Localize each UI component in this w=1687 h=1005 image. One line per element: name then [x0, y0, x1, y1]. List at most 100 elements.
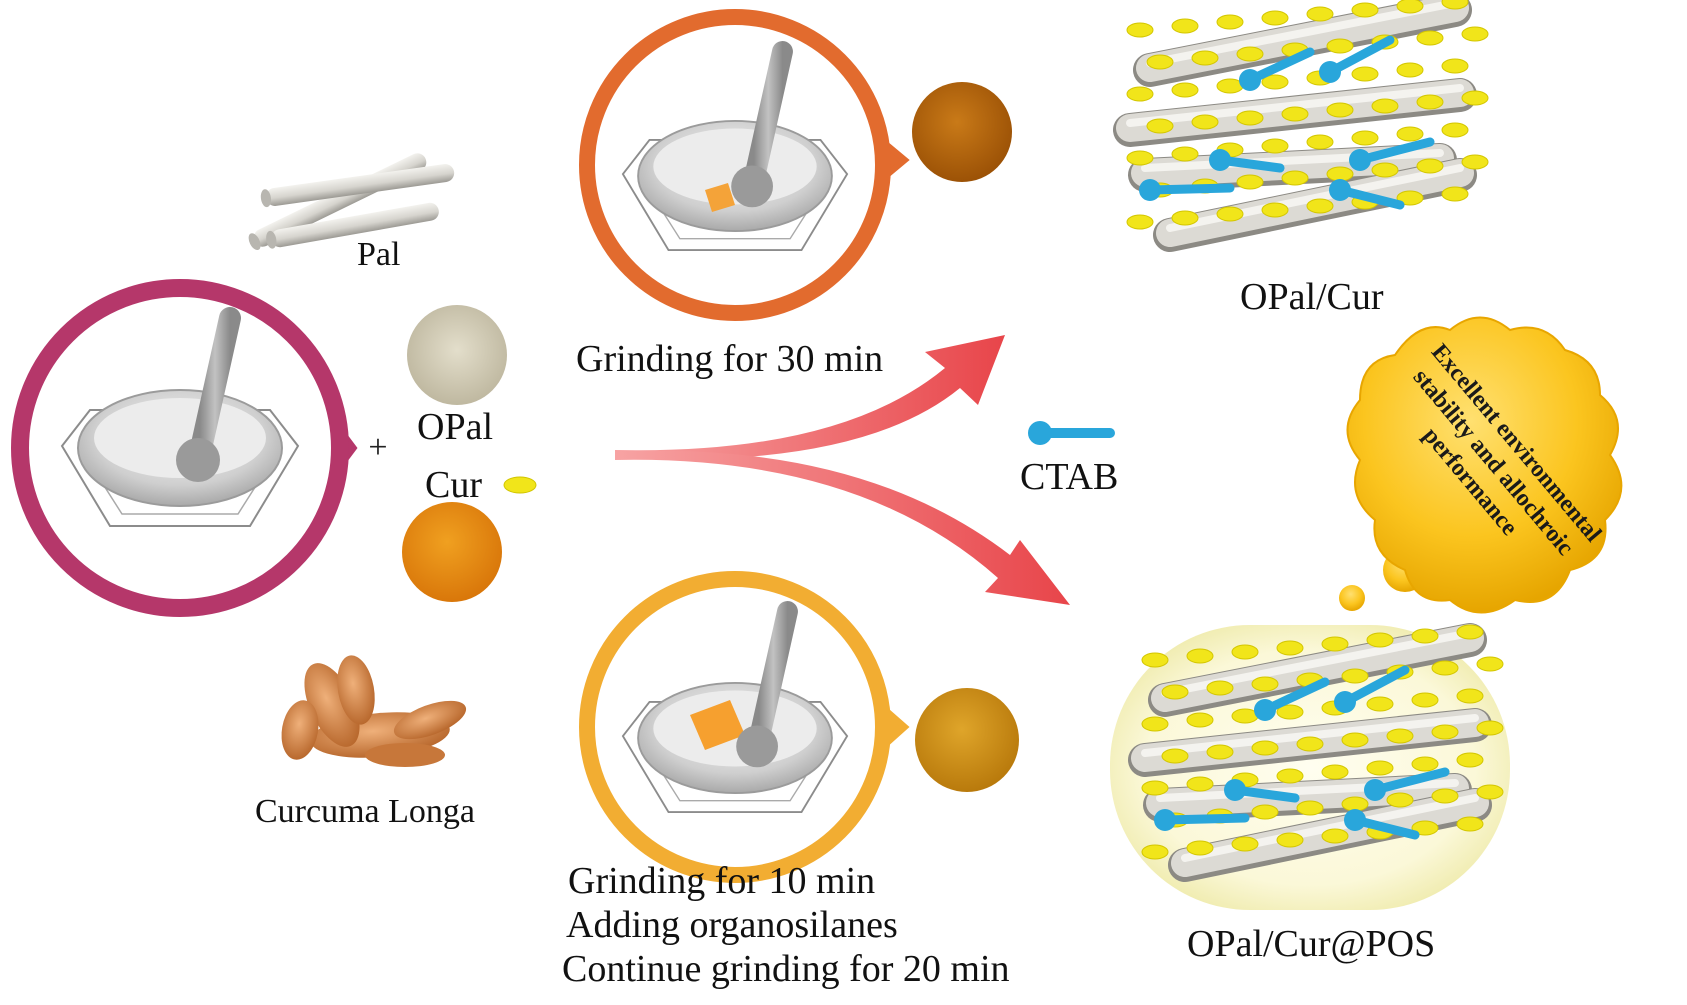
curcumin-particle-icon	[1366, 760, 1394, 776]
curcumin-particle-icon	[1171, 146, 1199, 162]
curcumin-particle-icon	[503, 476, 537, 494]
curcumin-particle-icon	[1206, 744, 1234, 760]
curcumin-particle-icon	[1461, 154, 1489, 170]
curcumin-particle-icon	[1371, 98, 1399, 114]
curcumin-particle-icon	[1231, 644, 1259, 660]
curcumin-particle-icon	[1371, 162, 1399, 178]
curcumin-particle-icon	[1326, 38, 1354, 54]
product-top-label: OPal/Cur	[1240, 276, 1384, 318]
curcumin-particle-icon	[1296, 800, 1324, 816]
curcumin-particle-icon	[1461, 90, 1489, 106]
curcumin-particle-icon	[1276, 640, 1304, 656]
curcumin-particle-icon	[1441, 0, 1469, 10]
curcumin-particle-icon	[1141, 844, 1169, 860]
ctab-molecule-icon	[1260, 677, 1330, 715]
opal-cur-structure	[1113, 0, 1489, 252]
curcumin-particle-icon	[1161, 748, 1189, 764]
curcumin-particle-icon	[1141, 716, 1169, 732]
curcumin-particle-icon	[1126, 86, 1154, 102]
curcumin-particle-icon	[1441, 186, 1469, 202]
curcumin-particle-icon	[1396, 0, 1424, 14]
curcumin-particle-icon	[1251, 740, 1279, 756]
curcumin-particle-icon	[1171, 210, 1199, 226]
curcumin-particle-icon	[1411, 628, 1439, 644]
curcumin-particle-icon	[1351, 130, 1379, 146]
opal-powder-icon	[407, 305, 507, 405]
curcumin-particle-icon	[1416, 158, 1444, 174]
curcuma-label: Curcuma Longa	[255, 793, 475, 830]
curcumin-particle-icon	[1276, 768, 1304, 784]
product-bottom-powder-icon	[915, 688, 1019, 792]
curcumin-particle-icon	[1296, 736, 1324, 752]
grinding-top-label: Grinding for 30 min	[576, 338, 884, 380]
curcumin-particle-icon	[1396, 62, 1424, 78]
curcumin-particle-icon	[1276, 704, 1304, 720]
mortar-pestle-icon	[579, 571, 910, 883]
curcumin-particle-icon	[1411, 756, 1439, 772]
curcumin-particle-icon	[1441, 58, 1469, 74]
curcumin-particle-icon	[1261, 10, 1289, 26]
curcumin-particle-icon	[1216, 206, 1244, 222]
curcumin-particle-icon	[1231, 836, 1259, 852]
pal-label: Pal	[357, 236, 401, 273]
curcumin-particle-icon	[1186, 776, 1214, 792]
curcumin-particle-icon	[1321, 828, 1349, 844]
curcumin-particle-icon	[1476, 656, 1504, 672]
curcumin-particle-icon	[1306, 134, 1334, 150]
curcumin-particle-icon	[1251, 804, 1279, 820]
curcumin-particle-icon	[1141, 780, 1169, 796]
curcumin-particle-icon	[1251, 676, 1279, 692]
curcumin-particle-icon	[1126, 150, 1154, 166]
curcumin-particle-icon	[1476, 784, 1504, 800]
grinding-bottom-line-1: Grinding for 10 min	[568, 860, 876, 902]
curcumin-particle-icon	[1326, 166, 1354, 182]
curcumin-particle-icon	[1416, 94, 1444, 110]
ctab-molecule-icon	[1028, 421, 1115, 445]
curcumin-particle-icon	[1186, 712, 1214, 728]
curcumin-particle-icon	[1141, 652, 1169, 668]
curcumin-particle-icon	[1276, 832, 1304, 848]
curcumin-particle-icon	[1236, 174, 1264, 190]
ctab-label: CTAB	[1020, 456, 1119, 498]
curcumin-particle-icon	[1431, 660, 1459, 676]
curcumin-particle-icon	[1171, 82, 1199, 98]
nanorod-icon	[248, 153, 455, 251]
curcumin-particle-icon	[1396, 190, 1424, 206]
ctab-molecule-icon	[1160, 813, 1250, 825]
curcumin-particle-icon	[1186, 648, 1214, 664]
curcumin-particle-icon	[1411, 820, 1439, 836]
product-top-powder-icon	[912, 82, 1012, 182]
plus-sign: +	[368, 429, 387, 466]
curcumin-particle-icon	[1306, 198, 1334, 214]
curcumin-particle-icon	[1236, 46, 1264, 62]
curcumin-particle-icon	[1341, 796, 1369, 812]
curcumin-particle-icon	[1431, 788, 1459, 804]
ctab-molecule-icon	[1145, 183, 1235, 195]
curcumin-particle-icon	[1456, 688, 1484, 704]
curcumin-particle-icon	[1126, 214, 1154, 230]
curcumin-particle-icon	[1281, 170, 1309, 186]
curcumin-particle-icon	[1281, 106, 1309, 122]
curcumin-particle-icon	[1321, 764, 1349, 780]
curcumin-particle-icon	[1396, 126, 1424, 142]
curcumin-particle-icon	[1261, 138, 1289, 154]
curcumin-particle-icon	[1351, 66, 1379, 82]
ctab-molecule-icon	[1245, 47, 1315, 85]
grinding-bottom-line-3: Continue grinding for 20 min	[562, 948, 1010, 990]
mortar-pestle-icon	[11, 279, 358, 617]
curcumin-particle-icon	[1216, 14, 1244, 30]
curcumin-particle-icon	[1366, 632, 1394, 648]
ctab-molecule-icon	[1340, 665, 1410, 707]
curcumin-particle-icon	[1326, 102, 1354, 118]
opal-cur-pos-structure	[1110, 623, 1510, 910]
curcumin-particle-icon	[1206, 680, 1234, 696]
curcumin-particle-icon	[1161, 684, 1189, 700]
ctab-molecule-icon	[1355, 137, 1435, 165]
curcumin-particle-icon	[1416, 30, 1444, 46]
curcumin-particle-icon	[1341, 732, 1369, 748]
curcumin-particle-icon	[1386, 728, 1414, 744]
curcumin-particle-icon	[1306, 6, 1334, 22]
curcumin-particle-icon	[1351, 2, 1379, 18]
curcumin-particle-icon	[1341, 668, 1369, 684]
